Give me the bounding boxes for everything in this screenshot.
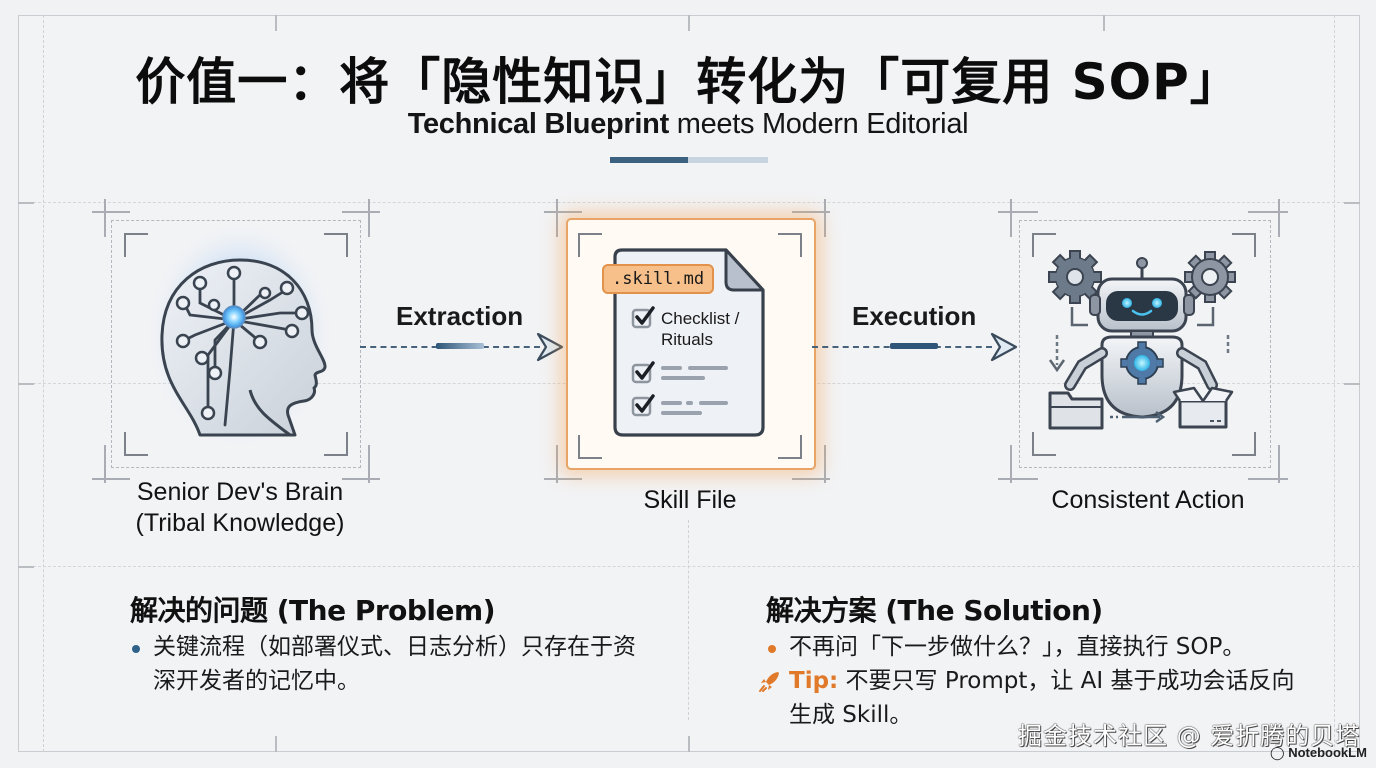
title-accent-bar (610, 157, 768, 163)
source-label-line2: (Tribal Knowledge) (135, 509, 345, 537)
frame-tick (18, 202, 34, 204)
result-panel: Consistent Action (990, 195, 1290, 514)
gear-icon (1048, 250, 1102, 304)
guide-line (18, 202, 1360, 203)
problem-heading: 解决的问题 (The Problem) (130, 594, 496, 627)
extraction-label: Extraction (396, 301, 524, 331)
brand-label: NotebookLM (1288, 745, 1367, 760)
frame-tick (1344, 202, 1360, 204)
document-checklist-icon (613, 248, 765, 437)
execution-label: Execution (852, 301, 977, 331)
subtitle-rest: meets Modern Editorial (668, 108, 969, 140)
solution-bullet: 不再问「下一步做什么？」，直接执行 SOP。 (789, 634, 1246, 660)
artifact-label: Skill File (643, 486, 737, 514)
page-title: 价值一：将「隐性知识」转化为「可复用 SOP」 (135, 53, 1241, 111)
bullet-dot (132, 645, 140, 653)
guide-line (688, 520, 689, 720)
frame-tick (275, 15, 277, 31)
bullet-dot (768, 645, 776, 653)
frame-tick (18, 383, 34, 385)
frame-tick (688, 736, 690, 752)
frame-tick (1103, 15, 1105, 31)
frame-tick (1344, 383, 1360, 385)
extraction-arrow-bar (436, 343, 484, 349)
guide-line (18, 566, 1360, 567)
file-tag: .skill.md (602, 264, 715, 294)
gear-icon (1184, 251, 1236, 303)
problem-bullet-line2: 深开发者的记忆中。 (153, 668, 360, 694)
frame-tick (18, 566, 34, 568)
tip-label: Tip: (789, 668, 839, 694)
dashed-arrow-right-icon (990, 332, 1018, 362)
page-subtitle: Technical Blueprint meets Modern Editori… (0, 108, 1376, 141)
source-label: Senior Dev's Brain (Tribal Knowledge) (90, 477, 390, 539)
checklist-item-label: Checklist / Rituals (661, 309, 740, 349)
watermark-text: 掘金技术社区 @ 爱折腾的贝塔 (1018, 722, 1361, 750)
subtitle-bold: Technical Blueprint (407, 108, 670, 140)
artifact-panel: .skill.md Checklist / Rituals Skill File (540, 195, 840, 514)
brain-circuit-head-icon (145, 220, 335, 450)
tip-text: 不要只写 Prompt，让 AI 基于成功会话反向 (838, 668, 1295, 694)
execution-arrow-bar (890, 343, 938, 349)
robot-gears-icon (1048, 250, 1236, 430)
tip-text-line2: 生成 Skill。 (789, 702, 913, 728)
rocket-icon (759, 672, 779, 692)
dashed-arrow-right-icon (536, 332, 564, 362)
notebooklm-icon: ◯ (1270, 745, 1285, 760)
solution-heading: 解决方案 (The Solution) (766, 594, 1103, 627)
source-label-line1: Senior Dev's Brain (136, 478, 344, 506)
result-label: Consistent Action (1051, 486, 1245, 514)
problem-bullet-line1: 关键流程（如部署仪式、日志分析）只存在于资 (153, 634, 636, 660)
solution-tip: Tip: 不要只写 Prompt，让 AI 基于成功会话反向 生成 Skill。 (789, 664, 1295, 732)
frame-tick (275, 736, 277, 752)
source-panel: Senior Dev's Brain (Tribal Knowledge) (90, 195, 390, 537)
notebooklm-brand: ◯ NotebookLM (1270, 745, 1367, 761)
frame-tick (688, 15, 690, 31)
problem-bullet: 关键流程（如部署仪式、日志分析）只存在于资 深开发者的记忆中。 (153, 630, 636, 698)
